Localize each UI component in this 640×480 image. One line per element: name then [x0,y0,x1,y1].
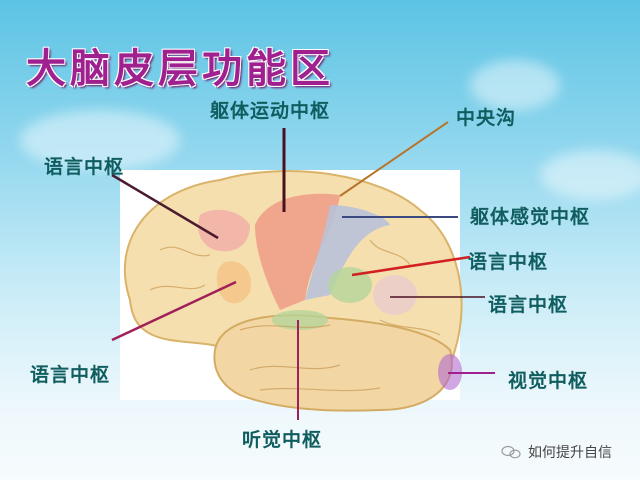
watermark-text: 如何提升自信 [528,445,612,461]
label-speech-center-lower-left: 语言中枢 [30,364,111,386]
cloud [470,60,560,110]
label-visual-center: 视觉中枢 [508,370,589,392]
chat-bubble-icon [501,445,521,459]
label-motor-center: 躯体运动中枢 [210,100,331,122]
label-speech-center-right-lower: 语言中枢 [488,294,569,316]
cloud [540,150,640,200]
label-auditory-center: 听觉中枢 [242,429,323,451]
motor-area [255,193,340,310]
label-speech-center-upper-left: 语言中枢 [44,156,125,178]
label-speech-center-right-upper: 语言中枢 [468,251,549,273]
label-somatosensory-center: 躯体感觉中枢 [470,206,591,228]
label-central-sulcus: 中央沟 [456,107,517,129]
diagram-title: 大脑皮层功能区 [26,46,334,92]
watermark: 如何提升自信 [500,442,612,462]
cloud [20,110,180,170]
sensory-area [305,205,390,300]
